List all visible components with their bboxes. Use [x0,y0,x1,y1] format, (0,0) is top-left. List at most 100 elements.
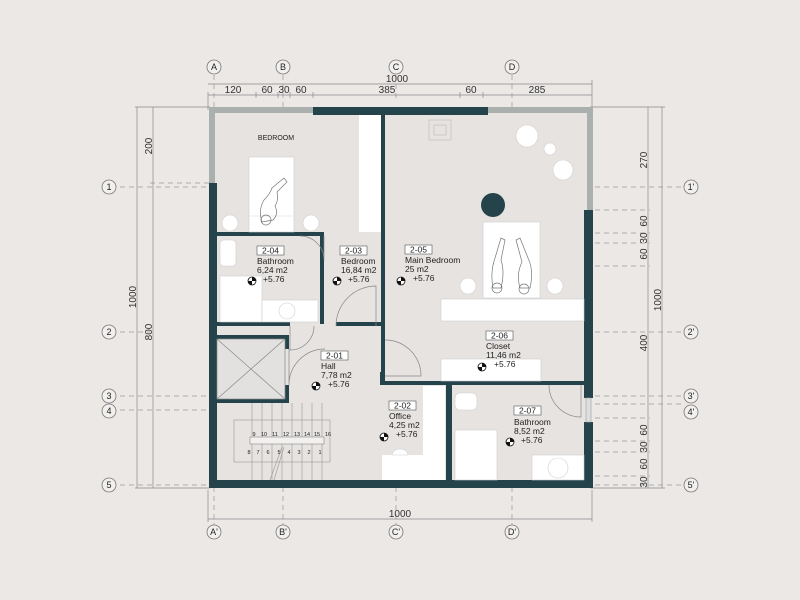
dresser [440,298,585,322]
round-table [515,124,539,148]
walls [209,107,593,488]
svg-text:2: 2 [307,450,310,456]
elevator-shaft [216,338,286,400]
top-overall-dimension: 1000 [386,74,409,85]
room-name: Main Bedroom [405,255,460,265]
svg-text:16: 16 [325,432,331,438]
doors [288,235,582,418]
door-swing [288,348,326,386]
interior-wall [446,385,452,480]
axis-bubble-left: 4 [101,403,117,419]
room-level: +5.76 [413,273,435,283]
svg-text:D': D' [508,527,516,537]
svg-text:B: B [280,62,286,72]
interior-wall [320,232,324,324]
level-marker-icon [396,276,406,286]
room-tag: 2-01 Hall 7,78 m2 +5.76 [311,351,352,391]
right-dimension-segment: 60 [639,215,650,227]
room-area: 4,25 m2 [389,420,420,430]
round-table [552,159,574,181]
axis-bubble-top: C [388,59,404,75]
interior-wall [336,322,384,326]
exterior-wall-light [209,107,215,184]
top-dimension-segment: 30 [278,85,290,96]
right-overall-dimension: 1000 [653,288,664,311]
nightstand [459,277,477,295]
axis-bubbles: A B C D A' B' C' D' 1 2 3 4 5 1' 2' 3' 4… [101,59,699,540]
stairs [233,403,331,481]
svg-text:3': 3' [688,391,695,401]
window [585,397,592,423]
interior-wall [217,232,324,236]
right-dimension-segment: 400 [639,334,650,351]
interior-wall [217,399,289,403]
door-swing [548,384,582,418]
svg-text:1: 1 [318,450,321,456]
svg-text:2': 2' [688,327,695,337]
room-id: 2-05 [410,245,427,255]
sink [278,302,296,320]
svg-text:11: 11 [272,432,278,438]
room-tag: 2-05 Main Bedroom 25 m2 +5.76 [396,245,460,286]
exterior-wall-light [209,107,315,113]
double-bed [482,221,541,299]
exterior-wall [209,183,217,488]
svg-text:C': C' [392,527,400,537]
interior-wall [381,381,585,385]
room-area: 11,46 m2 [486,350,521,360]
svg-text:A: A [211,62,217,72]
toilet [454,392,478,411]
room-level: +5.76 [521,435,543,445]
exterior-wall-light [587,107,593,210]
room-id: 2-02 [394,401,411,411]
dimension-lines [135,80,665,522]
column [481,193,505,217]
svg-text:C: C [393,62,400,72]
svg-text:5: 5 [277,450,280,456]
interior-wall [380,372,385,385]
right-dimension-segment: 30 [639,441,650,453]
axis-bubble-left: 2 [101,324,117,340]
svg-text:5: 5 [106,480,111,490]
exterior-wall [584,210,593,398]
top-dimension-segment: 60 [295,85,307,96]
room-name: Bathroom [257,256,294,266]
axis-bubble-right: 4' [683,404,699,420]
level-marker-icon [332,276,342,286]
exterior-wall [313,107,488,115]
svg-text:9: 9 [252,432,255,438]
svg-text:10: 10 [261,432,267,438]
room-area: 25 m2 [405,264,429,274]
toilet [219,239,237,267]
room-area: 7,78 m2 [321,370,352,380]
wardrobe [359,115,381,232]
grid-lines [120,75,685,525]
svg-text:8: 8 [247,450,250,456]
room-level: +5.76 [328,379,350,389]
sink [547,457,569,479]
room-tag: 2-03 Bedroom 16,84 m2 +5.76 [332,246,377,286]
office-desk [382,455,445,480]
interior-wall [285,385,289,403]
axis-bubble-right: 3' [683,388,699,404]
room-tag: 2-06 Closet 11,46 m2 +5.76 [477,331,521,372]
room-level: +5.76 [396,429,418,439]
svg-text:4: 4 [106,406,111,416]
svg-text:15: 15 [314,432,320,438]
axis-bubble-bottom: C' [388,524,404,540]
axis-bubble-top: D [504,59,520,75]
room-id: 2-03 [345,246,362,256]
left-dimension-segment: 800 [144,323,155,340]
top-dimension-segment: 60 [261,85,273,96]
room-area: 8,52 m2 [514,426,545,436]
door-swing [299,235,325,261]
room-tag: 2-02 Office 4,25 m2 +5.76 [379,401,420,442]
svg-text:A': A' [210,527,218,537]
axis-bubble-bottom: B' [275,524,291,540]
axis-bubble-top: A [206,59,222,75]
room-level: +5.76 [263,274,285,284]
room-area: 16,84 m2 [341,265,377,275]
room-id: 2-01 [326,351,343,361]
interior-wall [217,335,289,339]
